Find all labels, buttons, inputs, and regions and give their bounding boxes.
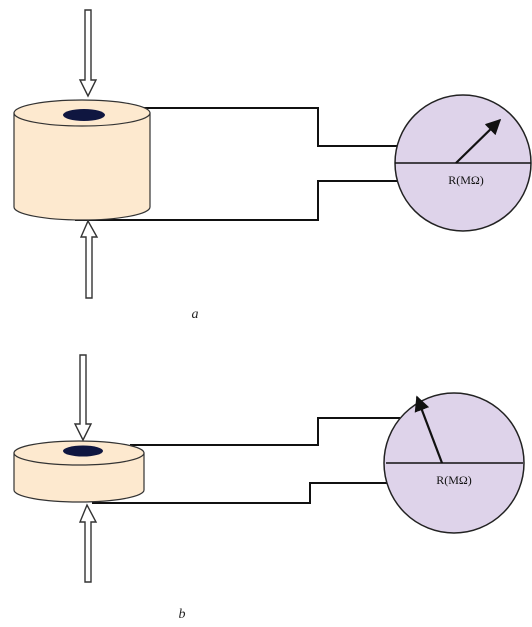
panel-a: R(MΩ) a <box>13 9 532 322</box>
circuit-wires <box>75 107 400 221</box>
megohmmeter: R(MΩ) <box>394 94 532 232</box>
upper-wire <box>138 107 400 147</box>
lower-wire <box>92 482 393 504</box>
top-electrode <box>63 445 103 457</box>
top-force-arrow-icon <box>78 9 98 98</box>
needle-arrow-icon <box>455 118 502 164</box>
bottom-force-arrow-icon <box>79 219 99 299</box>
top-electrode <box>63 109 105 121</box>
sample-cylinder <box>13 99 151 221</box>
panel-caption: a <box>192 307 199 322</box>
bottom-force-arrow-icon <box>78 503 98 583</box>
megohmmeter: R(MΩ) <box>383 392 525 534</box>
needle-arrow-icon <box>414 395 444 464</box>
upper-wire <box>130 417 400 446</box>
panel-caption: b <box>179 607 186 622</box>
meter-label: R(MΩ) <box>436 473 472 487</box>
lower-wire <box>75 180 400 221</box>
meter-label: R(MΩ) <box>448 173 484 187</box>
circuit-wires <box>92 417 400 504</box>
sample-disk <box>13 440 145 503</box>
panel-b: R(MΩ) b <box>13 354 525 622</box>
top-force-arrow-icon <box>73 354 93 442</box>
